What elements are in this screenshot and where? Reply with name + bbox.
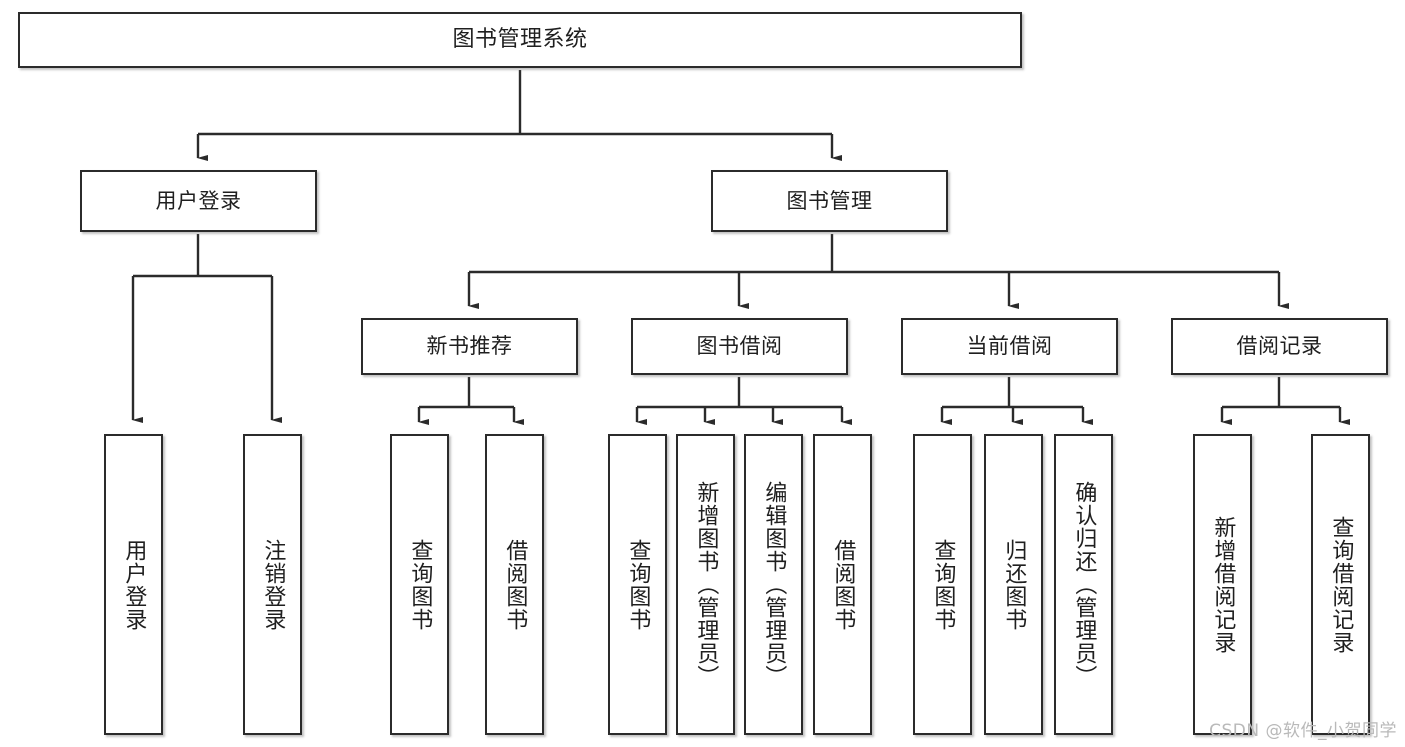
leaf-logout[interactable]: 注销登录 xyxy=(243,434,302,735)
node-label: 图书管理系统 xyxy=(452,27,588,53)
node-label: 查询图书 xyxy=(930,538,956,631)
leaf-bb-edit-book-admin[interactable]: 编辑图书（管理员） xyxy=(744,434,803,735)
leaf-br-add-record[interactable]: 新增借阅记录 xyxy=(1193,434,1252,735)
leaf-cb-confirm-return-admin[interactable]: 确认归还（管理员） xyxy=(1054,434,1113,735)
node-user-login[interactable]: 用户登录 xyxy=(80,170,317,232)
node-label: 用户登录 xyxy=(155,188,242,213)
watermark: CSDN @软件_小贺同学 xyxy=(1209,721,1397,741)
node-label: 借阅记录 xyxy=(1236,334,1323,359)
node-label: 编辑图书（管理员） xyxy=(761,481,787,688)
node-label: 借阅图书 xyxy=(502,538,528,631)
node-label: 注销登录 xyxy=(260,538,286,631)
node-label: 当前借阅 xyxy=(966,334,1053,359)
leaf-bb-add-book-admin[interactable]: 新增图书（管理员） xyxy=(676,434,735,735)
leaf-cb-return-book[interactable]: 归还图书 xyxy=(984,434,1043,735)
node-label: 新增图书（管理员） xyxy=(693,481,719,688)
node-label: 查询图书 xyxy=(407,538,433,631)
node-label: 新增借阅记录 xyxy=(1210,515,1236,654)
node-label: 确认归还（管理员） xyxy=(1071,481,1097,688)
node-label: 查询图书 xyxy=(625,538,651,631)
node-root-book-management-system[interactable]: 图书管理系统 xyxy=(18,12,1022,68)
leaf-br-query-record[interactable]: 查询借阅记录 xyxy=(1311,434,1370,735)
node-label: 借阅图书 xyxy=(830,538,856,631)
node-book-management[interactable]: 图书管理 xyxy=(711,170,948,232)
leaf-bb-borrow-book[interactable]: 借阅图书 xyxy=(813,434,872,735)
leaf-user-login[interactable]: 用户登录 xyxy=(104,434,163,735)
node-book-borrow[interactable]: 图书借阅 xyxy=(631,318,848,375)
leaf-bb-query-book[interactable]: 查询图书 xyxy=(608,434,667,735)
leaf-cb-query-book[interactable]: 查询图书 xyxy=(913,434,972,735)
node-new-book-recommend[interactable]: 新书推荐 xyxy=(361,318,578,375)
node-borrow-record[interactable]: 借阅记录 xyxy=(1171,318,1388,375)
node-current-borrow[interactable]: 当前借阅 xyxy=(901,318,1118,375)
node-label: 图书借阅 xyxy=(696,334,783,359)
node-label: 新书推荐 xyxy=(426,334,513,359)
node-label: 归还图书 xyxy=(1001,538,1027,631)
node-label: 用户登录 xyxy=(121,538,147,631)
node-label: 图书管理 xyxy=(786,188,873,213)
leaf-nb-query-book[interactable]: 查询图书 xyxy=(390,434,449,735)
node-label: 查询借阅记录 xyxy=(1328,515,1354,654)
leaf-nb-borrow-book[interactable]: 借阅图书 xyxy=(485,434,544,735)
